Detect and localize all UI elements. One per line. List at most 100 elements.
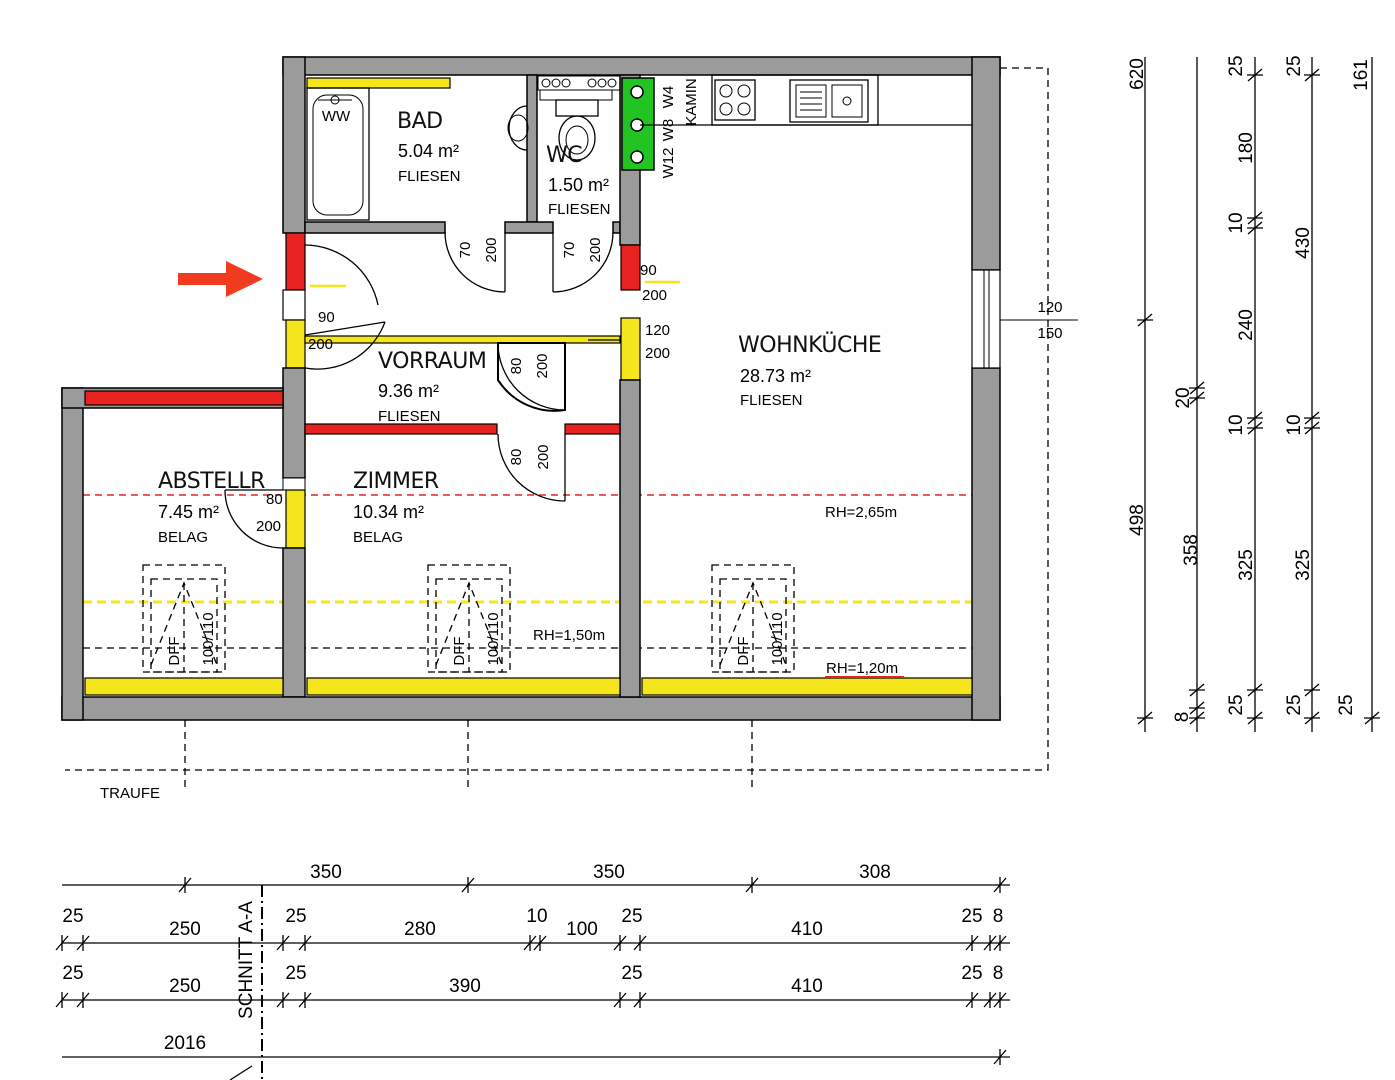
door-abstellr: 80 200 (224, 489, 284, 549)
roof-window: DFF 100/110 (711, 564, 795, 673)
washbasin (507, 105, 529, 151)
room-floor: BELAG (158, 529, 208, 546)
dim-text: 25 (621, 963, 642, 984)
roof-window-type: DFF (166, 636, 183, 665)
dim-text: 10 (1226, 414, 1247, 435)
dimension-line-right-4 (1304, 57, 1320, 732)
dim-text: 240 (1236, 309, 1257, 341)
wc-pipes (537, 75, 621, 101)
knee-wall-abstellr (84, 677, 284, 696)
window-width: 120 (1037, 299, 1062, 316)
section-label: SCHNITT A-A (236, 901, 257, 1019)
room-name: VORRAUM (378, 349, 486, 374)
door-vorraum-inner: 80 200 (497, 342, 566, 412)
roof-window: DFF 100/110 (427, 564, 511, 673)
door-zimmer-height: 200 (535, 444, 552, 469)
dim-text: 308 (859, 862, 891, 883)
dim-text: 10 (526, 906, 547, 927)
room-area: 9.36 m² (378, 381, 439, 401)
room-height-wohnkueche: RH=2,65m (825, 504, 897, 521)
bathtub-label: WW (322, 108, 351, 125)
wall-right-upper (971, 56, 1001, 271)
dimension-line-bottom-4 (62, 1049, 1010, 1065)
door-entry-width: 90 (318, 309, 335, 326)
door-wc-height: 200 (587, 237, 604, 262)
wall-bottom (61, 696, 1001, 721)
dim-text: 10 (1284, 414, 1305, 435)
dim-text: 8 (993, 963, 1004, 984)
eave-label: TRAUFE (100, 785, 160, 802)
chimney-flue-w12: W12 (660, 148, 677, 179)
room-zimmer: ZIMMER 10.34 m² BELAG (353, 469, 439, 546)
room-area: 28.73 m² (740, 366, 811, 386)
dim-text: 25 (62, 963, 83, 984)
door-kitchen: 90 200 120 200 (640, 262, 680, 362)
roof-window-size: 100/110 (485, 612, 502, 665)
room-height-zimmer: RH=1,50m (533, 627, 605, 644)
room-area: 10.34 m² (353, 502, 424, 522)
door-bad-height: 200 (483, 237, 500, 262)
wall-zimmer-top-right (564, 423, 621, 435)
door-zimmer-width: 80 (508, 449, 525, 466)
dimension-line-right-3 (1247, 57, 1263, 732)
dim-text: 25 (961, 963, 982, 984)
dim-text: 180 (1236, 132, 1257, 164)
entry-opening (282, 289, 306, 321)
knee-wall-kitchen (641, 677, 973, 696)
room-wc: WC 1.50 m² FLIESEN (546, 143, 611, 218)
room-area: 5.04 m² (398, 141, 459, 161)
door-abstellr-height: 200 (256, 518, 281, 535)
door-kitchen-height: 200 (642, 287, 667, 304)
kitchen-opening-width: 120 (645, 322, 670, 339)
dim-text: 25 (1284, 694, 1305, 715)
window-height: 150 (1037, 325, 1062, 342)
kitchen-counter (640, 74, 972, 126)
wall-left-lower (282, 547, 306, 698)
eave-outline (65, 67, 1049, 771)
dim-text: 25 (1336, 694, 1357, 715)
wall-abstellr-left (61, 387, 84, 721)
wall-abstellr-top-red (84, 390, 284, 406)
dimension-line-bottom-3 (55, 992, 1010, 1008)
knee-wall-zimmer (306, 677, 621, 696)
roof-window-type: DFF (735, 636, 752, 665)
chimney-flue-w8: W8 (660, 119, 677, 142)
wall-bad-vorraum (304, 221, 446, 234)
room-area: 7.45 m² (158, 502, 219, 522)
wall-left-red (285, 232, 306, 291)
stove (714, 79, 756, 121)
dim-text: 390 (449, 976, 481, 997)
dim-text: 350 (593, 862, 625, 883)
door-vorraum-width: 80 (508, 358, 525, 375)
wall-zimmer-kitchen (619, 379, 641, 698)
dim-text: 250 (169, 976, 201, 997)
entrance-arrow-icon (178, 261, 263, 297)
room-wohnkueche: WOHNKÜCHE 28.73 m² FLIESEN (738, 332, 882, 409)
dim-text: 498 (1127, 504, 1148, 536)
dim-text: 280 (404, 919, 436, 940)
wall-left-middle (282, 367, 306, 479)
dim-text: 410 (791, 919, 823, 940)
room-floor: BELAG (353, 529, 403, 546)
door-wc-width: 70 (561, 242, 578, 259)
wall-kitchen-red (620, 244, 641, 291)
door-bad: 70 200 (444, 231, 506, 293)
dim-text: 25 (285, 963, 306, 984)
wall-bad-wc (526, 74, 538, 223)
door-bad-width: 70 (457, 242, 474, 259)
dim-text: 25 (1226, 55, 1247, 76)
dim-text: 8 (1172, 712, 1193, 723)
room-name: ZIMMER (353, 469, 439, 494)
wall-left-upper (282, 56, 306, 234)
wall-vorraum-stripe (304, 335, 621, 344)
dim-text: 8 (993, 906, 1004, 927)
dim-text: 20 (1173, 387, 1194, 408)
room-height-low: RH=1,20m (826, 660, 898, 677)
dim-text: 25 (285, 906, 306, 927)
bathtub: WW (306, 87, 370, 221)
dimensions-right: 620 498 20 358 8 25 180 10 240 10 325 25… (1127, 55, 1372, 722)
door-entry: 90 200 (304, 244, 386, 370)
room-name: WOHNKÜCHE (738, 332, 881, 358)
door-entry-height: 200 (308, 336, 333, 353)
